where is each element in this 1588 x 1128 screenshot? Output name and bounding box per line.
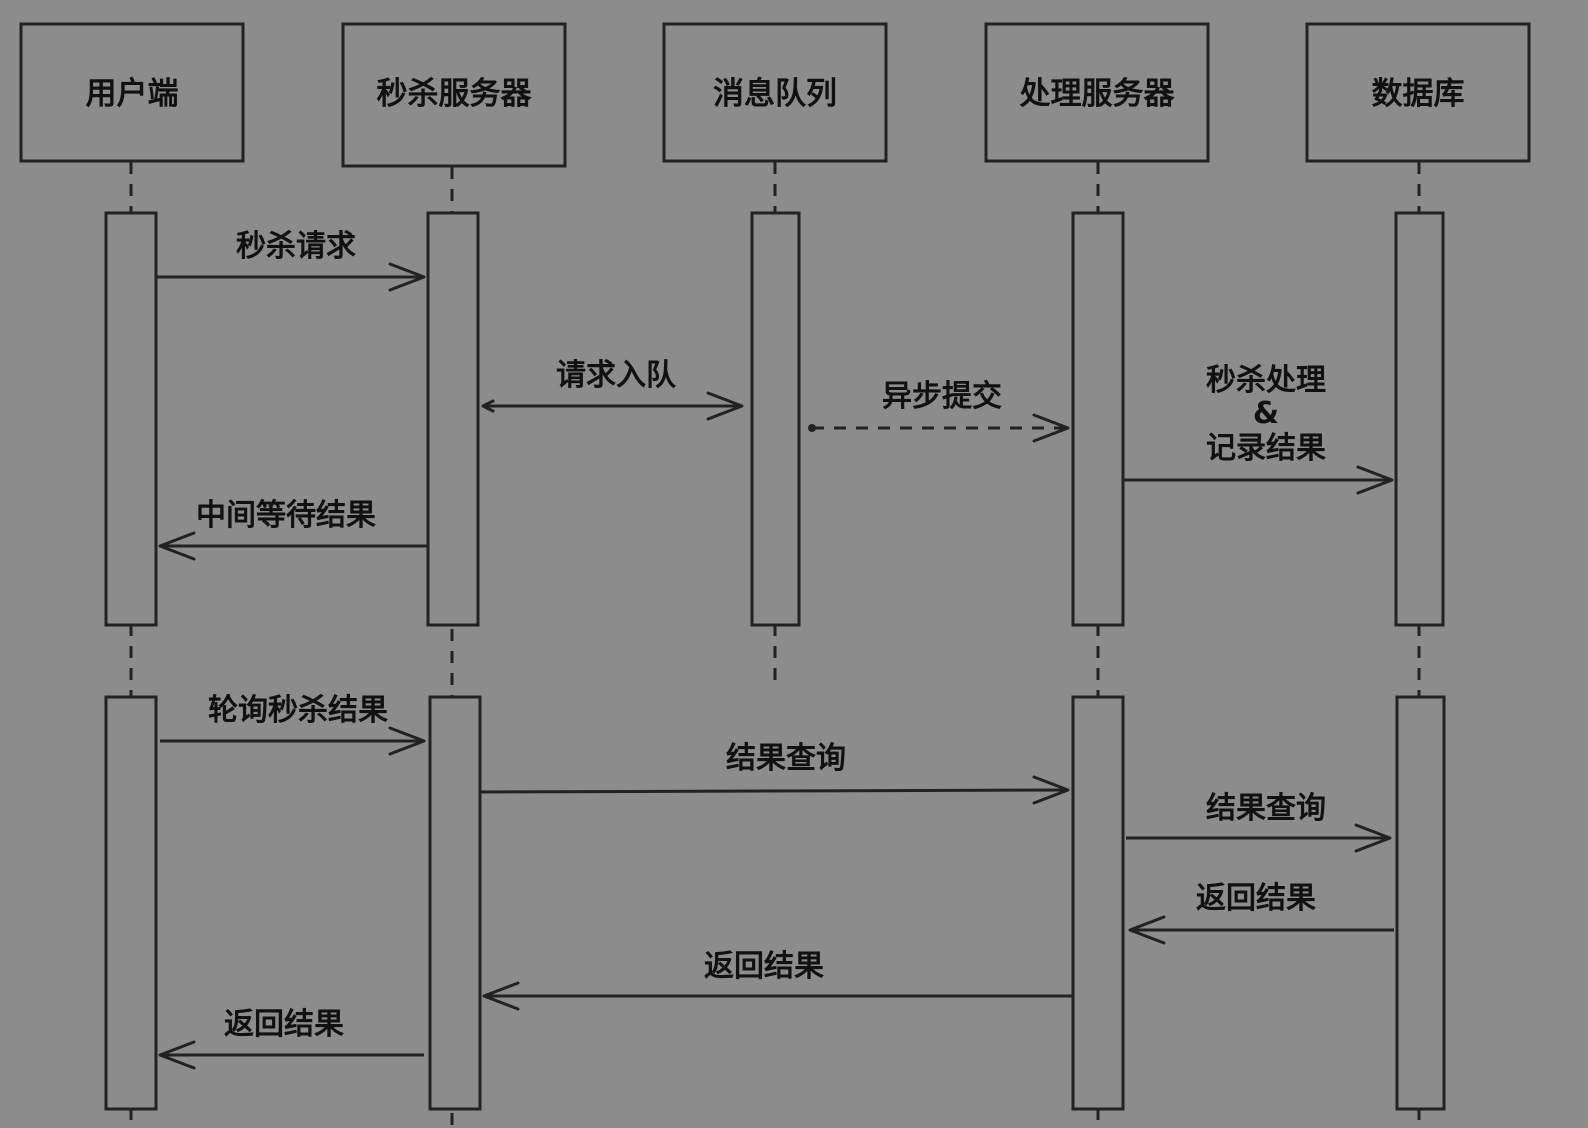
activation-bar	[1071, 695, 1125, 1111]
actor-message-queue: 消息队列	[662, 22, 888, 163]
message-label-line-3: 记录结果	[1206, 431, 1326, 466]
activation-bar	[1395, 695, 1446, 1111]
message-query-result-to-database: 结果查询	[1126, 791, 1392, 853]
message-return-result-to-client: 返回结果	[158, 1007, 424, 1070]
message-label: 结果查询	[1206, 791, 1326, 826]
activation-bar	[1394, 211, 1445, 627]
message-label-line-1: 秒杀处理	[1206, 363, 1326, 398]
activation-bar	[104, 695, 158, 1111]
message-label: 结果查询	[726, 741, 846, 776]
message-label: 轮询秒杀结果	[208, 693, 388, 728]
activation-bar	[104, 211, 158, 627]
message-enqueue-request: 请求入队	[481, 358, 744, 421]
activations-phase-1	[104, 211, 1445, 627]
message-label-line-2: &	[1253, 396, 1279, 431]
message-poll-seckill-result: 轮询秒杀结果	[160, 693, 426, 756]
message-label: 秒杀请求	[236, 229, 356, 264]
activation-bar	[426, 211, 480, 627]
actor-label: 数据库	[1372, 76, 1465, 112]
actor-label: 消息队列	[713, 76, 837, 112]
actor-label: 秒杀服务器	[377, 76, 533, 112]
message-label: 中间等待结果	[196, 498, 376, 533]
message-label: 异步提交	[882, 379, 1002, 414]
activation-bar	[428, 695, 482, 1111]
message-async-submit: 异步提交	[808, 379, 1070, 443]
actor-processing-server: 处理服务器	[984, 22, 1210, 163]
actor-label: 用户端	[86, 76, 179, 112]
message-return-result-from-processor: 返回结果	[482, 949, 1073, 1011]
message-interim-wait-result: 中间等待结果	[158, 498, 428, 561]
actor-seckill-server: 秒杀服务器	[341, 22, 567, 168]
message-return-result-from-database: 返回结果	[1128, 881, 1394, 945]
message-query-result-to-processor: 结果查询	[479, 741, 1070, 805]
message-process-and-record: 秒杀处理 & 记录结果	[1123, 363, 1394, 495]
actor-label: 处理服务器	[1019, 76, 1176, 112]
message-label: 返回结果	[1196, 881, 1316, 916]
activation-bar	[1071, 211, 1125, 627]
actor-user-client: 用户端	[19, 22, 245, 163]
message-label: 返回结果	[224, 1007, 344, 1042]
message-seckill-request: 秒杀请求	[156, 229, 426, 292]
activations-phase-2	[104, 695, 1446, 1111]
activation-bar	[750, 211, 801, 627]
message-label: 返回结果	[704, 949, 824, 984]
actor-database: 数据库	[1305, 22, 1531, 163]
message-label: 请求入队	[556, 358, 677, 393]
